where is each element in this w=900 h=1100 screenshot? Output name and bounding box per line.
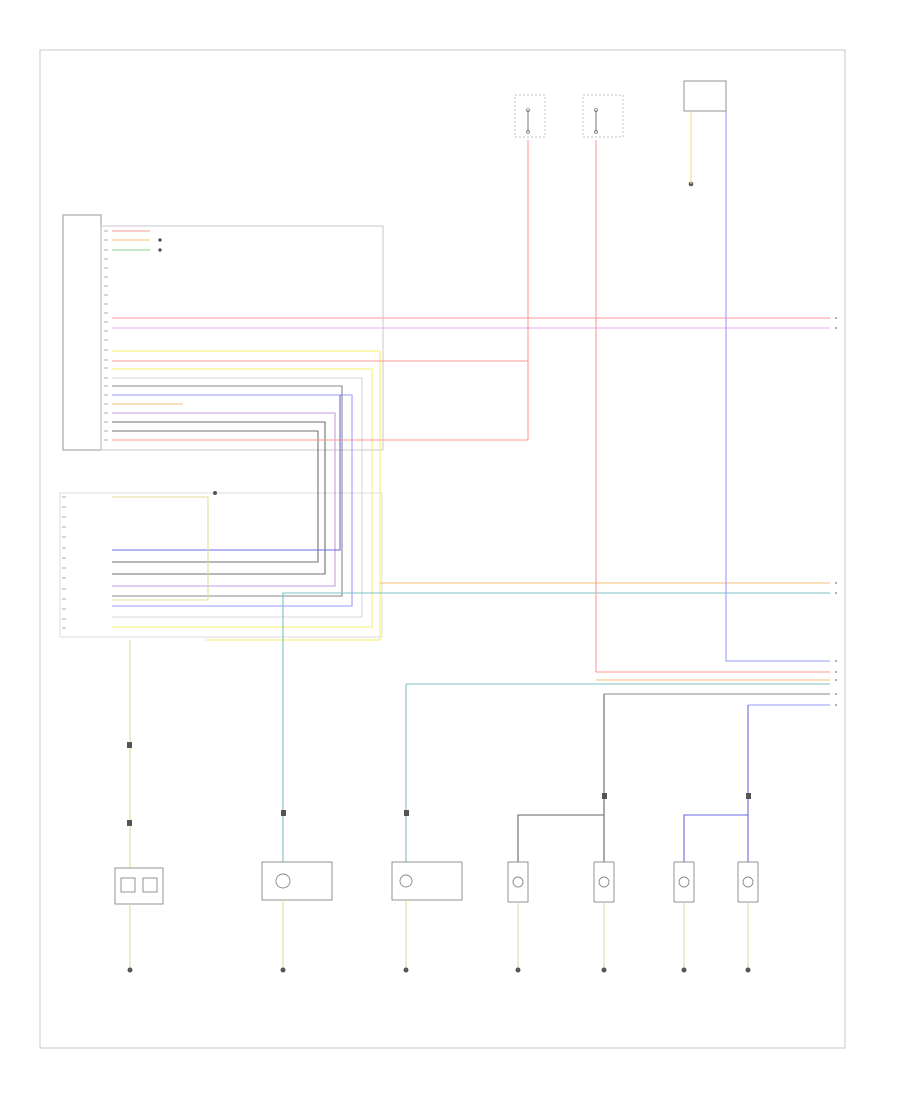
component-lamp-4 <box>593 861 615 903</box>
fuse-icon <box>582 94 624 138</box>
drop-blue-2 <box>683 814 748 865</box>
wire-blue-right <box>725 111 830 662</box>
fuse-terminal <box>594 130 598 134</box>
diagram-border <box>39 49 846 1049</box>
drop-wires <box>127 672 751 865</box>
component-headlamp-left <box>391 861 463 901</box>
control-module <box>62 214 384 451</box>
ground-icon <box>403 967 409 973</box>
lower-connector-outline <box>59 492 383 638</box>
control-module-pin-stubs <box>112 230 150 251</box>
wire-gray <box>112 377 363 618</box>
fuse-terminal <box>526 108 530 112</box>
component-left-inner <box>142 877 158 893</box>
wire-blue-2 <box>112 395 341 551</box>
component-left-inner <box>120 877 136 893</box>
lamp-icon <box>598 876 610 888</box>
wire-gray-2 <box>112 385 343 597</box>
control-module-body <box>62 214 102 451</box>
wire-gray-3 <box>112 421 326 575</box>
lower-connector-block <box>59 491 383 638</box>
connector-icon <box>127 742 751 826</box>
fuse-block-left <box>514 94 546 138</box>
lamp-icon <box>275 873 291 889</box>
relay-module <box>683 80 727 187</box>
bus-wires <box>112 111 830 870</box>
relay-icon <box>683 80 727 112</box>
wire-red-main <box>112 140 529 441</box>
component-lamp-6 <box>737 861 759 903</box>
control-module-pin-ticks <box>104 230 108 441</box>
wire-red-right <box>595 140 830 673</box>
lower-connector-pin-ticks <box>62 496 66 629</box>
ground-icon <box>280 967 286 973</box>
splice-dot <box>158 248 162 252</box>
wire-purple <box>112 412 336 587</box>
right-edge-terminations <box>835 317 837 706</box>
lamp-icon <box>678 876 690 888</box>
fuse-icon <box>514 94 546 138</box>
ground-icon <box>601 967 607 973</box>
wire-teal-left <box>282 592 397 672</box>
ground-icon <box>515 967 521 973</box>
fuse-terminal <box>526 130 530 134</box>
fuse-block-right <box>582 94 624 138</box>
ground-point <box>213 491 217 495</box>
wire-tan <box>112 368 373 628</box>
component-lamp-3 <box>507 861 529 903</box>
component-lamp-5 <box>673 861 695 903</box>
control-module-outline <box>100 225 384 451</box>
wire-gray-4 <box>112 430 319 563</box>
lamp-icon <box>512 876 524 888</box>
wire-tan-2 <box>112 496 209 601</box>
ground-icon <box>681 967 687 973</box>
splice-dot <box>158 238 162 242</box>
lamp-row <box>114 861 759 905</box>
lamp-icon <box>399 874 413 888</box>
ground-icons <box>127 967 751 973</box>
wire-yellow <box>112 350 381 641</box>
ground-icon <box>745 967 751 973</box>
ground-legs <box>129 900 749 968</box>
component-headlamp-right <box>261 861 333 901</box>
component-left <box>114 867 164 905</box>
drop-gray-2 <box>517 814 604 865</box>
lamp-icon <box>742 876 754 888</box>
fuse-terminal <box>594 108 598 112</box>
ground-icon <box>127 967 133 973</box>
wire-blue <box>112 394 353 607</box>
